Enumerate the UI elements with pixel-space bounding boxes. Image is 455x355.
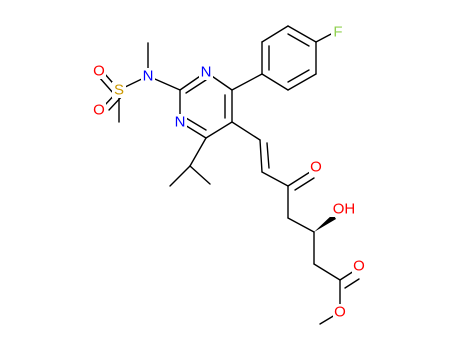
atom-n-sulfonamide: N bbox=[141, 68, 155, 85]
hydroxyl-label: OH bbox=[333, 201, 356, 218]
bond bbox=[287, 217, 315, 233]
atom-o-ketone: O bbox=[309, 159, 323, 176]
bond bbox=[287, 73, 317, 91]
ring-nitrogen-left-label: N bbox=[175, 114, 186, 131]
bond bbox=[231, 73, 263, 91]
bond bbox=[287, 69, 310, 83]
bond bbox=[205, 121, 233, 139]
sulfonyl-oxygen-bottom-label: O bbox=[93, 102, 105, 119]
bond bbox=[287, 171, 311, 187]
atom-o-sulfonyl-1: O bbox=[92, 63, 106, 80]
bond bbox=[261, 25, 289, 43]
bond bbox=[185, 79, 207, 94]
atom-oh: OH bbox=[330, 201, 358, 218]
bond bbox=[344, 278, 360, 289]
ester-carbonyl-oxygen-label: O bbox=[353, 258, 365, 275]
bond bbox=[266, 142, 270, 169]
bond bbox=[98, 76, 115, 95]
atom-layer: F N N N S O O O bbox=[92, 24, 366, 321]
bond bbox=[313, 263, 341, 281]
atom-f: F bbox=[331, 24, 345, 41]
bond bbox=[315, 32, 334, 43]
bond bbox=[339, 270, 355, 281]
bond bbox=[169, 165, 191, 187]
bond bbox=[294, 177, 315, 191]
ketone-oxygen-label: O bbox=[310, 159, 322, 176]
atom-s: S bbox=[112, 82, 126, 99]
bond bbox=[189, 137, 207, 167]
bond bbox=[261, 73, 289, 91]
sulfonamide-nitrogen-label: N bbox=[143, 68, 154, 85]
bond bbox=[287, 33, 310, 47]
atom-n-ring-top: N bbox=[199, 64, 213, 81]
bond bbox=[231, 121, 261, 141]
atom-o-ester: O bbox=[333, 304, 347, 321]
bond bbox=[189, 165, 211, 185]
ester-oxygen-label: O bbox=[334, 304, 346, 321]
bond bbox=[287, 25, 317, 43]
bond bbox=[261, 171, 289, 187]
atom-n-ring-left: N bbox=[173, 114, 187, 131]
atom-o-ester-carbonyl: O bbox=[352, 258, 366, 275]
sulfur-label: S bbox=[114, 82, 124, 99]
sulfonyl-oxygen-top-label: O bbox=[93, 63, 105, 80]
fluorine-label: F bbox=[333, 24, 342, 41]
ring-nitrogen-top-label: N bbox=[201, 64, 212, 81]
bond bbox=[259, 139, 263, 173]
bond bbox=[185, 117, 207, 131]
stereo-wedge-bond bbox=[314, 214, 336, 232]
atom-o-sulfonyl-2: O bbox=[92, 102, 106, 119]
